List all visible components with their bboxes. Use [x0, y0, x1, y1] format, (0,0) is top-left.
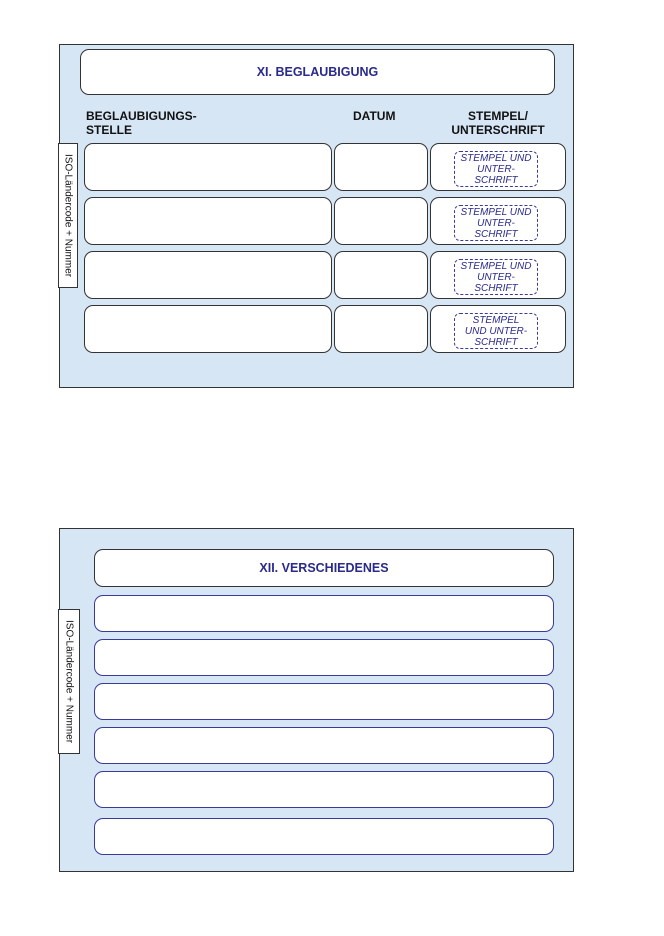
verschiedenes-line-1[interactable] [94, 595, 554, 632]
section-title-beglaubigung: XI. BEGLAUBIGUNG [80, 49, 555, 95]
stempel-field-1[interactable]: STEMPEL UND UNTER- SCHRIFT [430, 143, 566, 191]
stamp-placeholder-1: STEMPEL UND UNTER- SCHRIFT [454, 151, 538, 187]
verschiedenes-line-5[interactable] [94, 771, 554, 808]
beglaubigungsstelle-field-3[interactable] [84, 251, 332, 299]
stamp-placeholder-2: STEMPEL UND UNTER- SCHRIFT [454, 205, 538, 241]
verschiedenes-line-2[interactable] [94, 639, 554, 676]
section-title-verschiedenes: XII. VERSCHIEDENES [94, 549, 554, 587]
stempel-field-2[interactable]: STEMPEL UND UNTER- SCHRIFT [430, 197, 566, 245]
stamp-text-2: STEMPEL UND UNTER- SCHRIFT [460, 206, 532, 240]
iso-country-code-label: ISO-Ländercode + Nummer [62, 153, 74, 278]
iso-country-code-label-2: ISO-Ländercode + Nummer [63, 619, 75, 744]
stamp-text-3: STEMPEL UND UNTER- SCHRIFT [460, 260, 532, 294]
verschiedenes-line-6[interactable] [94, 818, 554, 855]
beglaubigung-section: XI. BEGLAUBIGUNG BEGLAUBIGUNGS- STELLE D… [58, 44, 574, 388]
column-header-datum: DATUM [353, 109, 396, 123]
stamp-placeholder-3: STEMPEL UND UNTER- SCHRIFT [454, 259, 538, 295]
datum-field-1[interactable] [334, 143, 428, 191]
stamp-placeholder-4: STEMPEL UND UNTER- SCHRIFT [454, 313, 538, 349]
stempel-field-4[interactable]: STEMPEL UND UNTER- SCHRIFT [430, 305, 566, 353]
stamp-text-1: STEMPEL UND UNTER- SCHRIFT [460, 152, 532, 186]
verschiedenes-section: XII. VERSCHIEDENES ISO-Ländercode + Numm… [58, 528, 574, 872]
beglaubigungsstelle-field-4[interactable] [84, 305, 332, 353]
beglaubigungsstelle-field-2[interactable] [84, 197, 332, 245]
verschiedenes-line-4[interactable] [94, 727, 554, 764]
datum-field-2[interactable] [334, 197, 428, 245]
stamp-text-4: STEMPEL UND UNTER- SCHRIFT [464, 314, 528, 348]
stempel-field-3[interactable]: STEMPEL UND UNTER- SCHRIFT [430, 251, 566, 299]
datum-field-3[interactable] [334, 251, 428, 299]
beglaubigungsstelle-field-1[interactable] [84, 143, 332, 191]
column-header-stempel: STEMPEL/ UNTERSCHRIFT [451, 109, 545, 137]
datum-field-4[interactable] [334, 305, 428, 353]
iso-country-code-tab-2: ISO-Ländercode + Nummer [58, 609, 80, 754]
verschiedenes-line-3[interactable] [94, 683, 554, 720]
iso-country-code-tab: ISO-Ländercode + Nummer [58, 143, 78, 288]
column-header-stelle: BEGLAUBIGUNGS- STELLE [86, 109, 197, 137]
